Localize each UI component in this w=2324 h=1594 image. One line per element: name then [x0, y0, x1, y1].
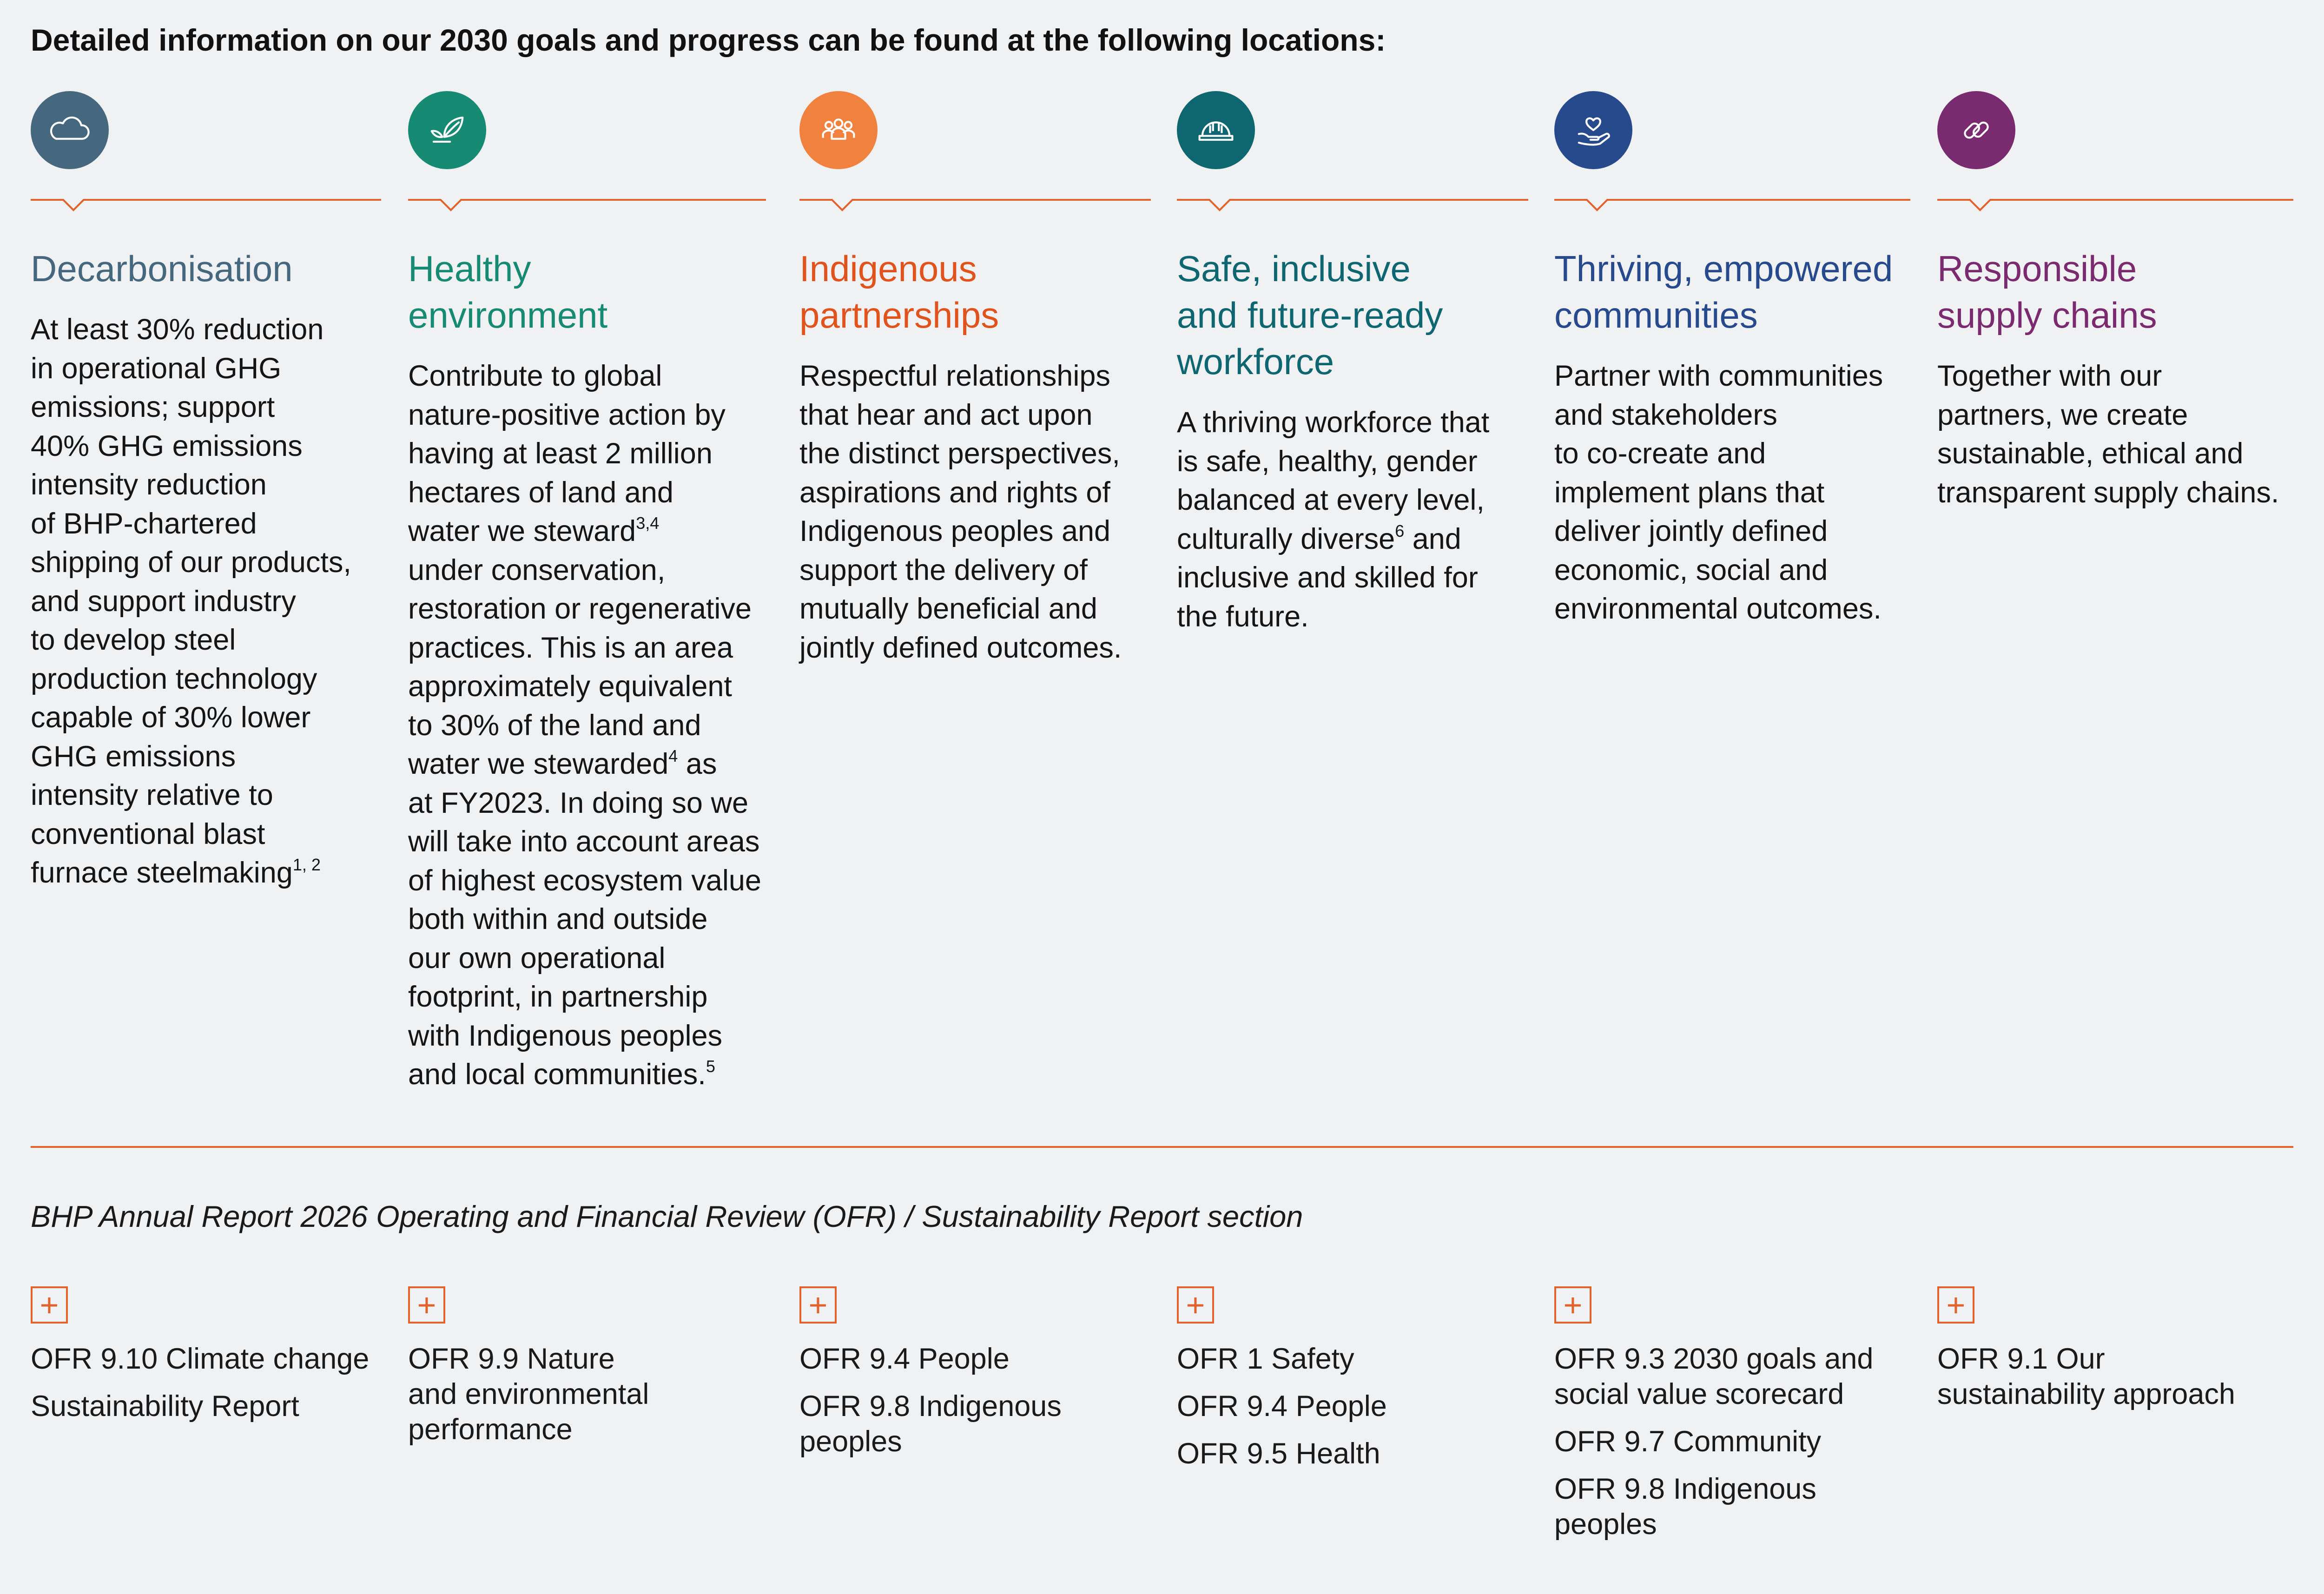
pillar-title: Decarbonisation: [31, 248, 293, 289]
cloud-icon: [31, 91, 109, 169]
pillar-description: Contribute to global nature-positive act…: [408, 360, 761, 1091]
expand-plus-icon[interactable]: +: [1554, 1286, 1591, 1324]
reference-link[interactable]: OFR 9.4 People: [799, 1343, 1010, 1375]
expand-plus-icon[interactable]: +: [1177, 1286, 1214, 1324]
reference-link[interactable]: OFR 1 Safety: [1177, 1343, 1354, 1375]
reference-link[interactable]: OFR 9.4 People: [1177, 1390, 1387, 1423]
footnote-ref: 4: [668, 746, 678, 765]
pillar-description: A thriving workforce that is safe, healt…: [1177, 406, 1490, 633]
chain-link-icon: [1937, 91, 2015, 169]
expand-plus-icon[interactable]: +: [1937, 1286, 1974, 1324]
expand-plus-icon[interactable]: +: [31, 1286, 68, 1324]
pillar-description: At least 30% reduction in operational GH…: [31, 313, 351, 889]
heart-hand-icon: [1554, 91, 1632, 169]
people-group-icon: [799, 91, 878, 169]
reference-list: OFR 9.1 Our sustainability approach: [1937, 1341, 2235, 1424]
reference-link[interactable]: OFR 9.8 Indigenous peoples: [799, 1390, 1062, 1458]
reference-link[interactable]: OFR 9.9 Nature and environmental perform…: [408, 1343, 649, 1446]
reference-link[interactable]: OFR 9.1 Our sustainability approach: [1937, 1343, 2235, 1410]
reference-link[interactable]: OFR 9.7 Community: [1554, 1425, 1822, 1458]
reference-list: OFR 9.9 Nature and environmental perform…: [408, 1341, 649, 1459]
pillar-description: Respectful relationships that hear and a…: [799, 360, 1122, 664]
section-divider: [1177, 191, 1528, 218]
pillar-description: Partner with communities and stakeholder…: [1554, 360, 1883, 625]
section-caption: BHP Annual Report 2026 Operating and Fin…: [31, 1199, 1303, 1233]
page-heading: Detailed information on our 2030 goals a…: [31, 23, 1386, 57]
pillar-title: Responsible supply chains: [1937, 248, 2157, 336]
reference-link[interactable]: OFR 9.3 2030 goals and social value scor…: [1554, 1343, 1874, 1410]
section-divider: [1554, 191, 1910, 218]
section-divider: [799, 191, 1151, 218]
reference-link[interactable]: Sustainability Report: [31, 1390, 299, 1423]
footnote-ref: 5: [706, 1057, 715, 1076]
section-divider: [31, 191, 381, 218]
footnote-ref: 6: [1395, 521, 1405, 540]
reference-link[interactable]: OFR 9.10 Climate change: [31, 1343, 370, 1375]
section-divider: [408, 191, 766, 218]
section-rule: [31, 1146, 2293, 1148]
reference-list: OFR 1 Safety OFR 9.4 People OFR 9.5 Heal…: [1177, 1341, 1387, 1483]
reference-list: OFR 9.3 2030 goals and social value scor…: [1554, 1341, 1873, 1554]
reference-list: OFR 9.10 Climate change Sustainability R…: [31, 1341, 369, 1436]
reference-list: OFR 9.4 People OFR 9.8 Indigenous people…: [799, 1341, 1062, 1471]
expand-plus-icon[interactable]: +: [799, 1286, 837, 1324]
hard-hat-icon: [1177, 91, 1255, 169]
pillar-title: Safe, inclusive and future-ready workfor…: [1177, 248, 1443, 382]
reference-link[interactable]: OFR 9.5 Health: [1177, 1437, 1380, 1470]
reference-link[interactable]: OFR 9.8 Indigenous peoples: [1554, 1473, 1816, 1541]
pillar-title: Indigenous partnerships: [799, 248, 999, 336]
leaf-hand-icon: [408, 91, 486, 169]
section-divider: [1937, 191, 2293, 218]
pillar-title: Healthy environment: [408, 248, 608, 336]
expand-plus-icon[interactable]: +: [408, 1286, 445, 1324]
footnote-ref: 3,4: [636, 514, 660, 533]
pillar-description: Together with our partners, we create su…: [1937, 360, 2279, 509]
pillar-title: Thriving, empowered communities: [1554, 248, 1893, 336]
footnote-ref: 1, 2: [292, 855, 321, 874]
